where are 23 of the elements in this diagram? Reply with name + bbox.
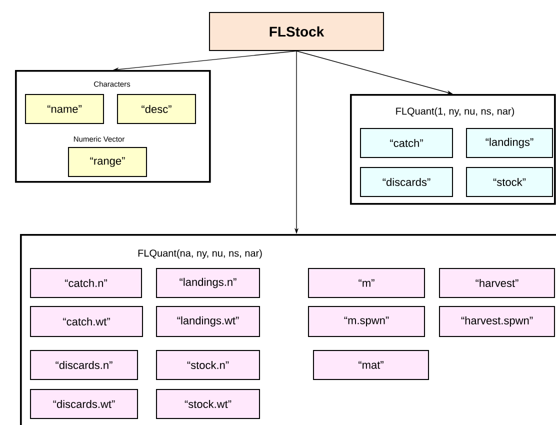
class-box: “range” [68, 147, 147, 177]
class-box: “name” [25, 94, 104, 124]
class-box: “catch.n” [30, 268, 142, 298]
class-box: FLStock [209, 12, 384, 51]
class-box: “stock.wt” [156, 389, 260, 419]
class-box: “stock.n” [156, 350, 260, 380]
class-box: “stock” [466, 167, 553, 197]
class-box: “landings” [466, 128, 553, 158]
class-box: “landings.n” [156, 268, 260, 298]
class-box: “discards.wt” [30, 389, 138, 419]
class-box: “catch” [360, 128, 453, 158]
heading: FLQuant(na, ny, nu, ns, nar) [138, 249, 262, 259]
class-box: “mat” [313, 350, 429, 380]
class-box: “catch.wt” [30, 306, 143, 337]
class-box: “discards” [360, 167, 453, 197]
class-box: “discards.n” [30, 350, 138, 380]
class-box: “desc” [117, 94, 196, 124]
class-box: “m” [308, 268, 425, 298]
heading: FLQuant(1, ny, nu, ns, nar) [396, 107, 514, 117]
class-box: “harvest” [439, 268, 555, 298]
class-box: “landings.wt” [156, 306, 260, 337]
class-box: “m.spwn” [308, 306, 425, 337]
class-box: “harvest.spwn” [439, 306, 555, 337]
